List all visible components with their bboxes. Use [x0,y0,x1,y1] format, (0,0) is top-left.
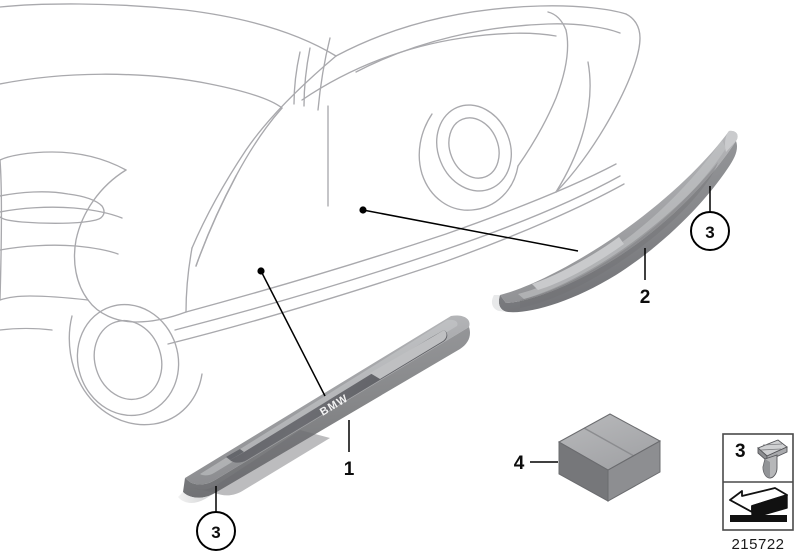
circled-callout-3-rear-label: 3 [705,223,714,242]
clip-fastener-icon [757,439,788,479]
legend-clip-label: 3 [735,441,746,462]
sill-strip-end-cap [178,492,215,503]
rear-sill-end-cap [491,295,508,312]
leader-dot-rear-sill [359,206,367,214]
diagram-part-number: 215722 [731,536,784,553]
circled-callout-3-front: 3 [196,511,236,551]
leader-line-part2 [362,209,579,252]
circled-callout-3-rear-circle [690,211,730,251]
box-lid-seam [583,427,635,457]
circled-callout-3-front-circle [196,511,236,551]
sill-strip-shadow [194,430,330,496]
callout-number-4: 4 [514,453,525,474]
box-front-face [559,442,608,501]
callout-number-2: 2 [640,287,651,308]
box-edges [557,413,662,502]
circled-callout-3-front-label: 3 [211,523,220,542]
assembly-arrow-icon [729,487,788,522]
circled-callout-3-rear: 3 [690,211,730,251]
sill-strip-highlight [200,319,458,476]
sill-strip-front-face [183,327,470,498]
sill-strip-accent-left [234,397,334,458]
sill-strip-inlay-edge [226,449,244,460]
leader-line-part1 [260,270,326,397]
box-right-face [608,441,660,501]
leader-dot-front-sill [257,267,265,275]
leader-lines [215,186,711,512]
rear-sill-tip [725,130,738,152]
rear-sill-accent [532,237,624,290]
leader-dots [257,206,367,275]
sill-strip-accent-right [370,330,447,379]
callout-number-1: 1 [344,459,355,480]
car-outline [0,3,641,426]
